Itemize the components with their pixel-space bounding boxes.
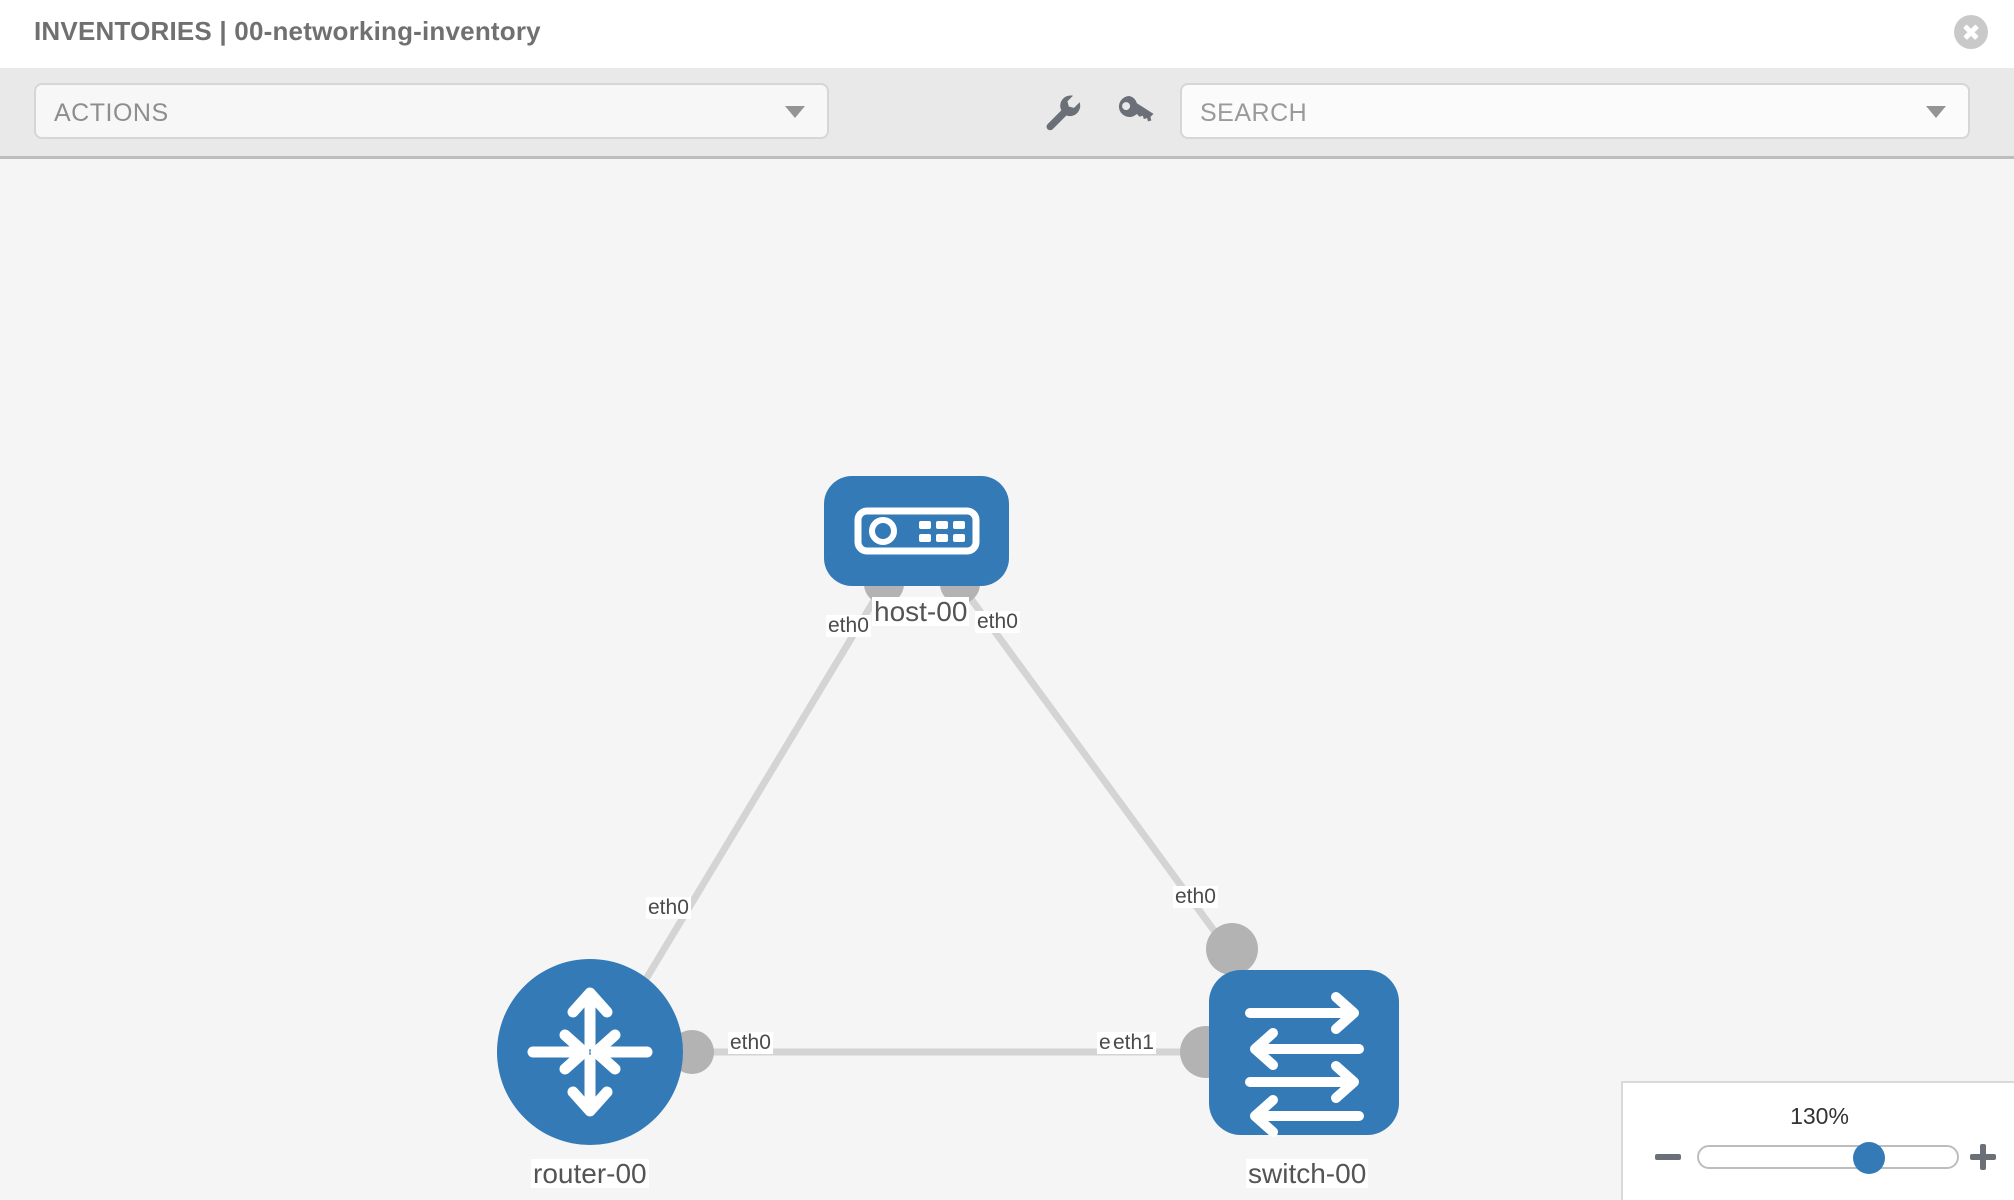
iface-label-host-eth0-right: eth0 <box>975 610 1020 634</box>
topology-edges <box>637 581 1251 1056</box>
iface-label-host-eth0-left: eth0 <box>826 614 871 638</box>
iface-label-router-eth0-trunk: eth0 <box>728 1031 773 1055</box>
actions-dropdown[interactable]: ACTIONS <box>34 83 829 139</box>
zoom-slider-thumb[interactable] <box>1853 1142 1885 1174</box>
edge-router-host <box>637 582 887 991</box>
zoom-slider[interactable] <box>1697 1142 1959 1174</box>
edge-host-switch <box>957 581 1251 980</box>
topology-interface-nubs <box>670 564 1258 1078</box>
plus-icon-v <box>1980 1144 1986 1170</box>
node-label-switch-00[interactable]: switch-00 <box>1246 1158 1369 1189</box>
close-icon[interactable] <box>1954 15 1988 49</box>
zoom-level-value: 130% <box>1790 1103 1849 1129</box>
page-title: INVENTORIES | 00-networking-inventory <box>34 16 541 46</box>
wrench-icon[interactable] <box>1040 90 1084 134</box>
node-host-00 <box>824 476 1009 586</box>
node-router-00 <box>497 959 683 1145</box>
node-switch-00 <box>1209 970 1399 1137</box>
chevron-down-icon <box>785 106 805 118</box>
minus-icon <box>1655 1154 1681 1160</box>
iface-label-switch-eth1-trunk: eth1 <box>1111 1031 1156 1055</box>
zoom-in-button[interactable] <box>1968 1141 1998 1173</box>
chevron-down-icon <box>1926 106 1946 118</box>
nub-switch-top <box>1206 923 1258 975</box>
toolbar: ACTIONS SEARCH <box>0 68 2014 159</box>
key-icon[interactable] <box>1113 90 1157 134</box>
zoom-control-panel: 130% <box>1621 1081 2014 1200</box>
node-label-host-00[interactable]: host-00 <box>872 596 970 627</box>
iface-label-switch-eth0-uplink: eth0 <box>1173 885 1218 909</box>
zoom-slider-row <box>1623 1139 2014 1179</box>
topology-canvas[interactable]: host-00 router-00 switch-00 eth0 eth0 et… <box>0 159 2014 1200</box>
page-header: INVENTORIES | 00-networking-inventory <box>0 0 2014 68</box>
actions-dropdown-label: ACTIONS <box>54 99 169 127</box>
search-input[interactable]: SEARCH <box>1180 83 1970 139</box>
iface-label-router-eth0-uplink: eth0 <box>646 896 691 920</box>
search-input-value: SEARCH <box>1200 99 1308 127</box>
node-label-router-00[interactable]: router-00 <box>531 1158 649 1189</box>
zoom-out-button[interactable] <box>1653 1141 1683 1173</box>
topology-graph <box>497 476 1399 1145</box>
